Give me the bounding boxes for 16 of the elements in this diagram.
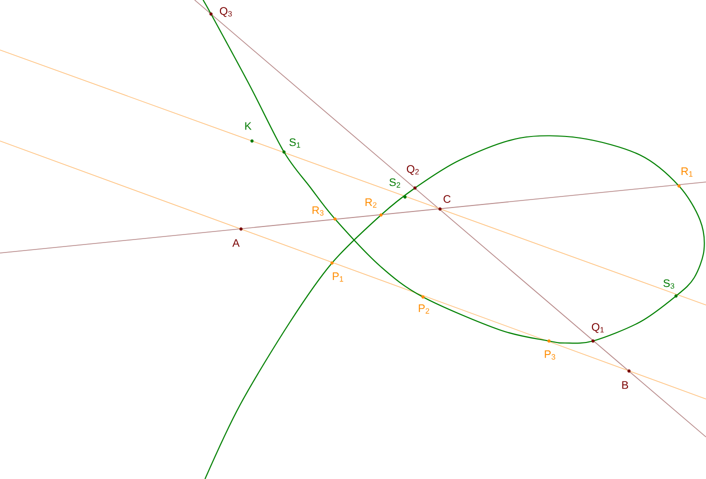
point-label: Q$_{3}$	[220, 7, 232, 17]
point-label: P$_{2}$	[418, 304, 430, 314]
point-label: A	[232, 239, 240, 247]
point-label: Q$_{1}$	[592, 323, 604, 333]
point-label: R$_{2}$	[366, 198, 376, 208]
point-label: K	[245, 122, 252, 130]
point-label: P$_{3}$	[544, 350, 556, 360]
point-label: S$_{2}$	[389, 178, 400, 188]
point-label: Q$_{2}$	[406, 165, 419, 175]
point-label: R$_{1}$	[682, 167, 692, 177]
point-label: S$_{3}$	[663, 279, 674, 289]
point-label: B	[622, 381, 628, 389]
point-label: P$_{1}$	[332, 272, 344, 282]
point-label: S$_{1}$	[289, 138, 300, 148]
point-label: C	[444, 195, 451, 203]
point-label: R$_{3}$	[312, 206, 324, 216]
